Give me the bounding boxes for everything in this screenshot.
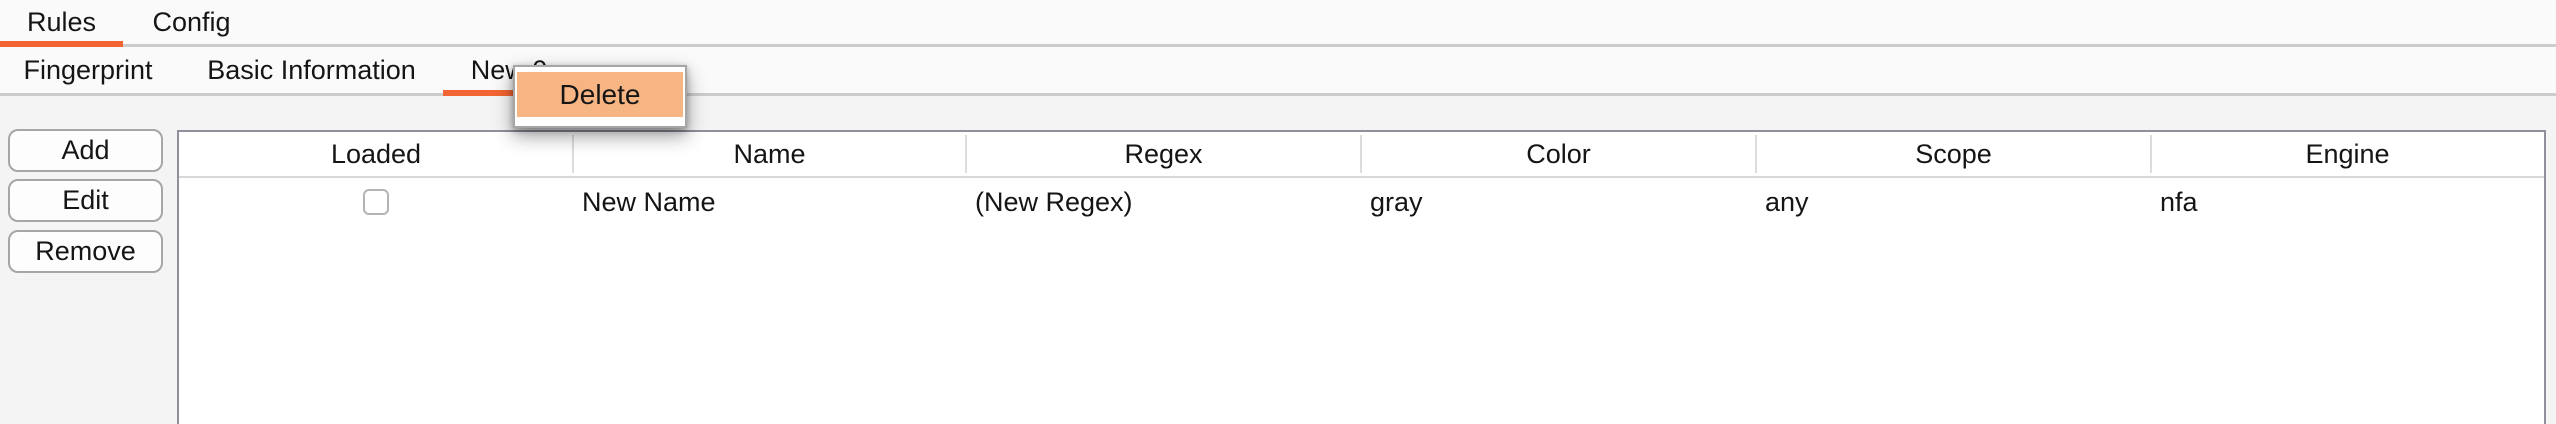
tab-config-label: Config bbox=[152, 6, 231, 37]
column-header-engine[interactable]: Engine bbox=[2305, 138, 2390, 169]
tab-basic-information[interactable]: Basic Information bbox=[180, 47, 443, 93]
active-tab-underline bbox=[0, 41, 123, 47]
loaded-checkbox[interactable] bbox=[363, 189, 389, 215]
cell-scope[interactable]: any bbox=[1765, 186, 1809, 217]
column-header-scope[interactable]: Scope bbox=[1756, 132, 2152, 176]
tab-rules[interactable]: Rules bbox=[0, 0, 123, 47]
menu-item-delete[interactable]: Delete bbox=[517, 72, 683, 117]
primary-tabbar: Rules Config bbox=[0, 0, 2556, 47]
active-tab-underline bbox=[443, 90, 575, 96]
column-header-name[interactable]: Name bbox=[573, 132, 967, 176]
cell-regex[interactable]: (New Regex) bbox=[975, 186, 1133, 217]
cell-color[interactable]: gray bbox=[1370, 186, 1423, 217]
remove-button[interactable]: Remove bbox=[8, 230, 163, 273]
column-header-regex[interactable]: Regex bbox=[966, 132, 1362, 176]
table-header-row: Loaded Name Regex Color Scope Engine bbox=[179, 132, 2544, 178]
context-menu: Delete bbox=[513, 65, 687, 128]
cell-loaded[interactable] bbox=[179, 178, 573, 226]
rules-table: Loaded Name Regex Color Scope Engine New… bbox=[177, 130, 2546, 424]
secondary-tabbar: Fingerprint Basic Information New 0 bbox=[0, 47, 2556, 96]
tab-basic-information-label: Basic Information bbox=[207, 54, 416, 85]
tab-config[interactable]: Config bbox=[123, 0, 260, 44]
menu-item-delete-label: Delete bbox=[559, 78, 641, 110]
cell-name[interactable]: New Name bbox=[582, 186, 716, 217]
column-header-loaded[interactable]: Loaded bbox=[179, 132, 574, 176]
tab-fingerprint-label: Fingerprint bbox=[23, 54, 153, 85]
edit-button[interactable]: Edit bbox=[8, 179, 163, 222]
table-row[interactable]: New Name (New Regex) gray any nfa bbox=[179, 178, 2544, 226]
tab-rules-label: Rules bbox=[26, 6, 97, 37]
column-header-color[interactable]: Color bbox=[1361, 132, 1757, 176]
tab-fingerprint[interactable]: Fingerprint bbox=[8, 47, 168, 93]
cell-engine[interactable]: nfa bbox=[2160, 186, 2198, 217]
add-button[interactable]: Add bbox=[8, 129, 163, 172]
